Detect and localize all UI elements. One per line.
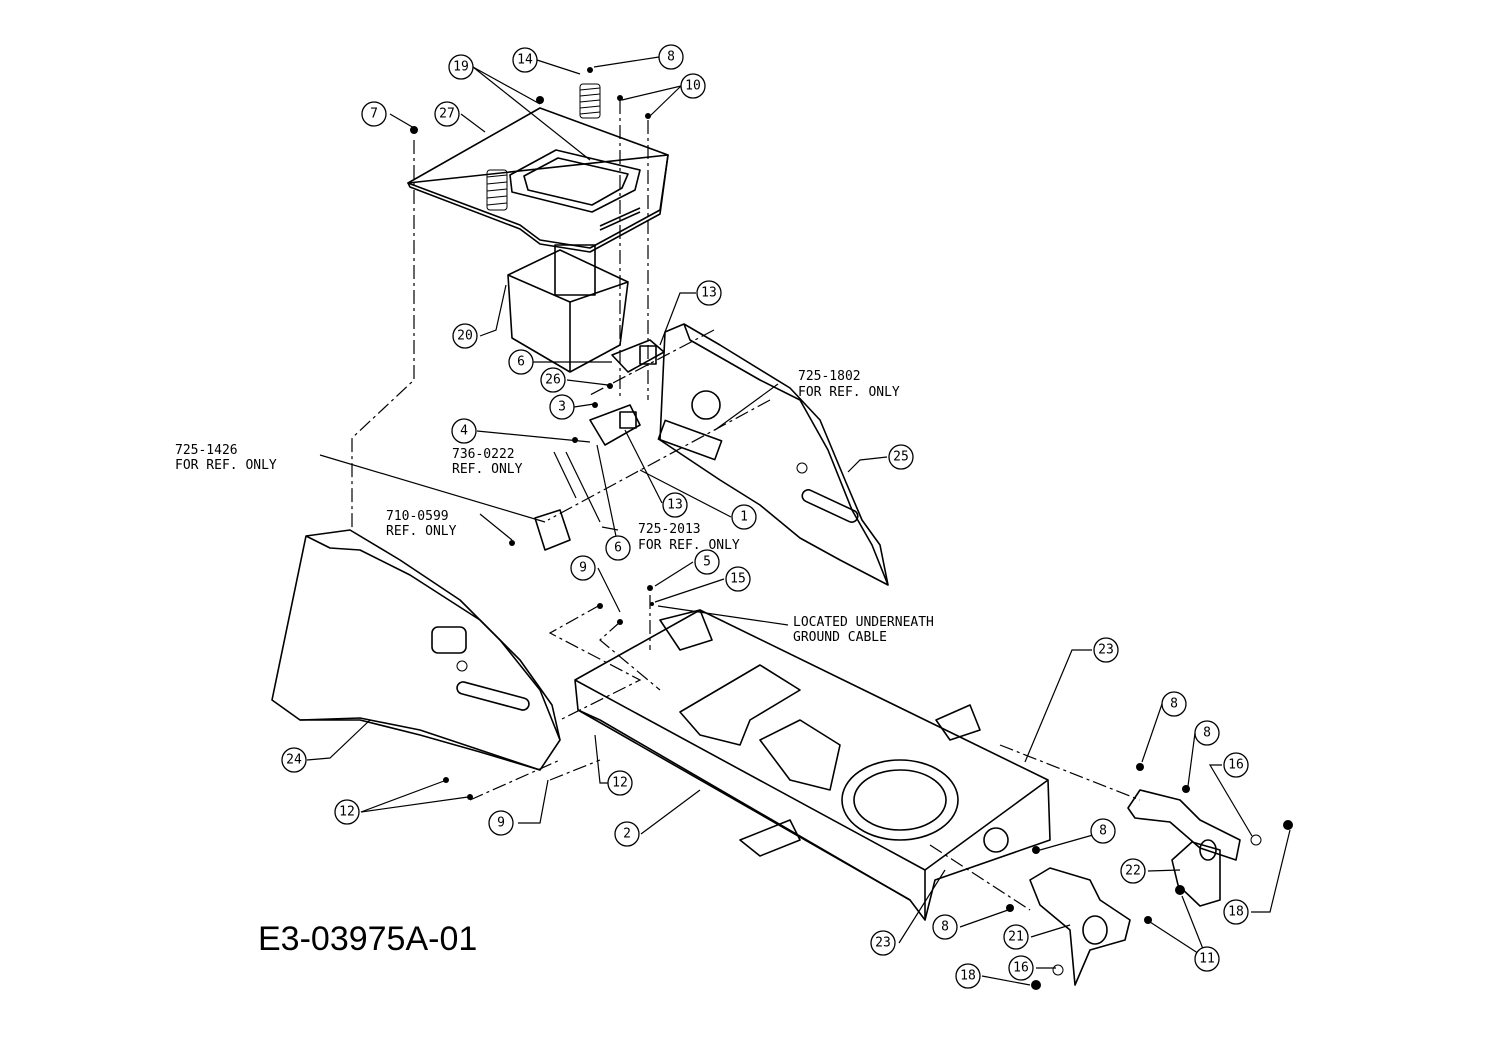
callouts: 14 8 19 10 7 27 20 13 6 26 3 4 25 13 1 6… bbox=[281, 44, 1249, 989]
svg-text:18: 18 bbox=[1228, 905, 1244, 920]
svg-text:8: 8 bbox=[667, 50, 675, 65]
callout: 18 bbox=[955, 963, 981, 989]
callout: 23 bbox=[870, 930, 896, 956]
callout: 2 bbox=[614, 821, 640, 847]
spring-part bbox=[410, 67, 651, 211]
notes: 725-1802 FOR REF. ONLY 725-1426 FOR REF.… bbox=[175, 369, 942, 645]
callout: 16 bbox=[1008, 955, 1034, 981]
svg-text:13: 13 bbox=[701, 286, 717, 301]
svg-text:8: 8 bbox=[941, 920, 949, 935]
callout: 20 bbox=[452, 323, 478, 349]
svg-text:18: 18 bbox=[960, 969, 976, 984]
callout: 6 bbox=[508, 349, 534, 375]
svg-text:26: 26 bbox=[545, 373, 561, 388]
note-725-1802: 725-1802 FOR REF. ONLY bbox=[798, 369, 900, 400]
control-panel-part bbox=[407, 96, 669, 253]
callout: 14 bbox=[512, 47, 538, 73]
svg-text:12: 12 bbox=[612, 776, 628, 791]
callout: 13 bbox=[696, 280, 722, 306]
callout: 27 bbox=[434, 101, 460, 127]
svg-text:6: 6 bbox=[517, 355, 525, 370]
callout: 5 bbox=[694, 549, 720, 575]
svg-text:23: 23 bbox=[1098, 643, 1114, 658]
callout: 22 bbox=[1120, 858, 1146, 884]
leader-lines bbox=[306, 56, 1291, 986]
note-725-2013: 725-2013 FOR REF. ONLY bbox=[638, 522, 740, 553]
svg-text:27: 27 bbox=[439, 107, 455, 122]
svg-text:16: 16 bbox=[1013, 961, 1029, 976]
svg-text:4: 4 bbox=[460, 424, 468, 439]
switch-bracket-part bbox=[509, 339, 665, 551]
svg-text:6: 6 bbox=[614, 541, 622, 556]
svg-text:15: 15 bbox=[730, 572, 746, 587]
callout: 26 bbox=[540, 367, 566, 393]
callout: 9 bbox=[570, 555, 596, 581]
svg-text:8: 8 bbox=[1203, 726, 1211, 741]
callout: 23 bbox=[1093, 637, 1119, 663]
callout: 16 bbox=[1223, 752, 1249, 778]
left-side-panel-part bbox=[271, 529, 561, 771]
hardware-parts bbox=[443, 585, 1293, 990]
note-736-0222: 736-0222 REF. ONLY bbox=[452, 447, 523, 477]
callout: 8 bbox=[932, 914, 958, 940]
svg-text:11: 11 bbox=[1199, 952, 1215, 967]
callout: 7 bbox=[361, 101, 387, 127]
note-710-0599: 710-0599 REF. ONLY bbox=[386, 509, 457, 539]
callout: 10 bbox=[680, 73, 706, 99]
svg-text:7: 7 bbox=[370, 107, 378, 122]
note-ground-cable: LOCATED UNDERNEATH GROUND CABLE bbox=[793, 615, 942, 645]
callout: 9 bbox=[488, 810, 514, 836]
svg-text:16: 16 bbox=[1228, 758, 1244, 773]
callout: 21 bbox=[1003, 924, 1029, 950]
callout: 11 bbox=[1194, 946, 1220, 972]
svg-text:5: 5 bbox=[703, 555, 711, 570]
svg-text:1: 1 bbox=[740, 510, 748, 525]
callout: 25 bbox=[888, 444, 914, 470]
callout: 13 bbox=[662, 492, 688, 518]
callout: 18 bbox=[1223, 899, 1249, 925]
svg-text:24: 24 bbox=[286, 753, 302, 768]
rear-bracket-parts bbox=[1029, 789, 1241, 986]
svg-text:19: 19 bbox=[453, 60, 469, 75]
callout: 19 bbox=[448, 54, 474, 80]
callout: 1 bbox=[731, 504, 757, 530]
callout: 15 bbox=[725, 566, 751, 592]
callout: 8 bbox=[1161, 691, 1187, 717]
assembly-lines bbox=[351, 100, 1141, 911]
callout: 8 bbox=[1194, 720, 1220, 746]
callout: 3 bbox=[549, 394, 575, 420]
callout: 8 bbox=[658, 44, 684, 70]
svg-text:8: 8 bbox=[1170, 697, 1178, 712]
svg-text:8: 8 bbox=[1099, 824, 1107, 839]
svg-text:23: 23 bbox=[875, 936, 891, 951]
callout: 24 bbox=[281, 747, 307, 773]
svg-text:9: 9 bbox=[497, 816, 505, 831]
svg-text:10: 10 bbox=[685, 79, 701, 94]
right-side-panel-part bbox=[657, 323, 889, 586]
svg-text:13: 13 bbox=[667, 498, 683, 513]
drawing-number: E3-03975A-01 bbox=[258, 920, 477, 958]
callout: 8 bbox=[1090, 818, 1116, 844]
battery-box-part bbox=[507, 244, 629, 373]
callout: 4 bbox=[451, 418, 477, 444]
callout: 12 bbox=[334, 799, 360, 825]
svg-text:14: 14 bbox=[517, 53, 533, 68]
callout: 6 bbox=[605, 535, 631, 561]
callout: 12 bbox=[607, 770, 633, 796]
svg-text:3: 3 bbox=[558, 400, 566, 415]
frame-part bbox=[574, 609, 1051, 921]
svg-text:2: 2 bbox=[623, 827, 631, 842]
svg-text:9: 9 bbox=[579, 561, 587, 576]
svg-text:25: 25 bbox=[893, 450, 909, 465]
svg-text:22: 22 bbox=[1125, 864, 1141, 879]
svg-text:20: 20 bbox=[457, 329, 473, 344]
svg-text:12: 12 bbox=[339, 805, 355, 820]
note-725-1426: 725-1426 FOR REF. ONLY bbox=[175, 443, 277, 473]
svg-text:21: 21 bbox=[1008, 930, 1024, 945]
